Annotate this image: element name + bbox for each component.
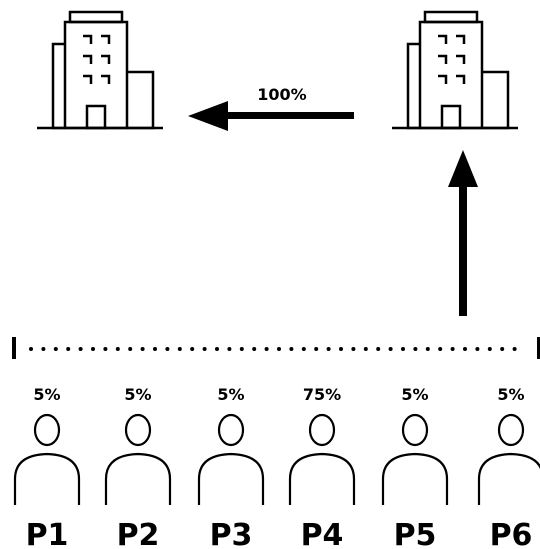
person-5: 5% P5 — [381, 385, 449, 549]
separator-dot — [363, 347, 368, 351]
separator-dot — [376, 347, 381, 351]
separator-dot — [165, 347, 170, 351]
separator-dot — [401, 347, 405, 351]
separator-dot — [239, 347, 244, 351]
ownership-percent: 5% — [217, 385, 244, 404]
person-body — [288, 452, 356, 505]
separator-dot — [190, 347, 195, 351]
person-body — [197, 452, 265, 505]
separator-dot — [53, 347, 58, 351]
people-row: 5% P1 5% P2 5% P3 75% P4 5% P5 5% P6 — [13, 385, 540, 549]
transfer-label: 100% — [257, 85, 306, 104]
person-label: P2 — [117, 518, 160, 549]
person-2: 5% P2 — [104, 385, 172, 549]
separator-dot — [388, 347, 393, 351]
separator-dot — [301, 347, 306, 351]
dotted-separator — [12, 337, 540, 359]
separator-dot — [438, 347, 443, 351]
separator-dot — [215, 347, 219, 351]
transfer-arrow — [188, 101, 354, 131]
ownership-percent: 5% — [497, 385, 524, 404]
person-label: P1 — [26, 518, 69, 549]
person-3: 5% P3 — [197, 385, 265, 549]
separator-dot — [264, 347, 269, 351]
person-1: 5% P1 — [13, 385, 81, 549]
person-head — [308, 413, 336, 447]
building-icon-left — [37, 10, 163, 130]
person-icon — [197, 413, 265, 505]
separator-dot — [103, 347, 108, 351]
separator-dot — [153, 347, 157, 351]
person-6: 5% P6 — [477, 385, 540, 549]
separator-dot — [91, 347, 95, 351]
separator-dot — [277, 347, 281, 351]
separator-dot — [339, 347, 343, 351]
person-icon — [288, 413, 356, 505]
separator-dot — [115, 347, 120, 351]
separator-dot — [177, 347, 182, 351]
person-label: P5 — [394, 518, 437, 549]
separator-dot — [487, 347, 492, 351]
separator-dot — [202, 347, 207, 351]
person-body — [477, 452, 540, 505]
upward-arrow — [448, 150, 478, 316]
separator-dot — [463, 347, 467, 351]
person-label: P4 — [301, 518, 344, 549]
person-body — [13, 452, 81, 505]
separator-dot — [314, 347, 319, 351]
separator-dot — [326, 347, 331, 351]
separator-dot — [41, 347, 46, 351]
separator-dot — [78, 347, 83, 351]
ownership-percent: 5% — [124, 385, 151, 404]
separator-dot — [140, 347, 145, 351]
separator-dot — [351, 347, 356, 351]
person-head — [217, 413, 245, 447]
separator-dot — [29, 347, 33, 351]
ownership-percent: 75% — [303, 385, 341, 404]
building-icon-right — [392, 10, 518, 130]
ownership-percent: 5% — [401, 385, 428, 404]
person-head — [33, 413, 61, 447]
person-icon — [477, 413, 540, 505]
person-icon — [381, 413, 449, 505]
person-body — [381, 452, 449, 505]
separator-dot — [413, 347, 418, 351]
person-body — [104, 452, 172, 505]
separator-dot — [512, 347, 517, 351]
separator-dot — [425, 347, 430, 351]
separator-dot — [500, 347, 505, 351]
separator-dot — [450, 347, 455, 351]
separator-dot — [252, 347, 257, 351]
person-head — [401, 413, 429, 447]
person-label: P6 — [490, 518, 533, 549]
separator-dot — [289, 347, 294, 351]
person-label: P3 — [210, 518, 253, 549]
person-icon — [13, 413, 81, 505]
separator-dot — [227, 347, 232, 351]
person-4: 75% P4 — [288, 385, 356, 549]
person-icon — [104, 413, 172, 505]
separator-dot — [475, 347, 480, 351]
ownership-percent: 5% — [33, 385, 60, 404]
separator-dot — [66, 347, 71, 351]
person-head — [124, 413, 152, 447]
separator-dot — [128, 347, 133, 351]
person-head — [497, 413, 525, 447]
